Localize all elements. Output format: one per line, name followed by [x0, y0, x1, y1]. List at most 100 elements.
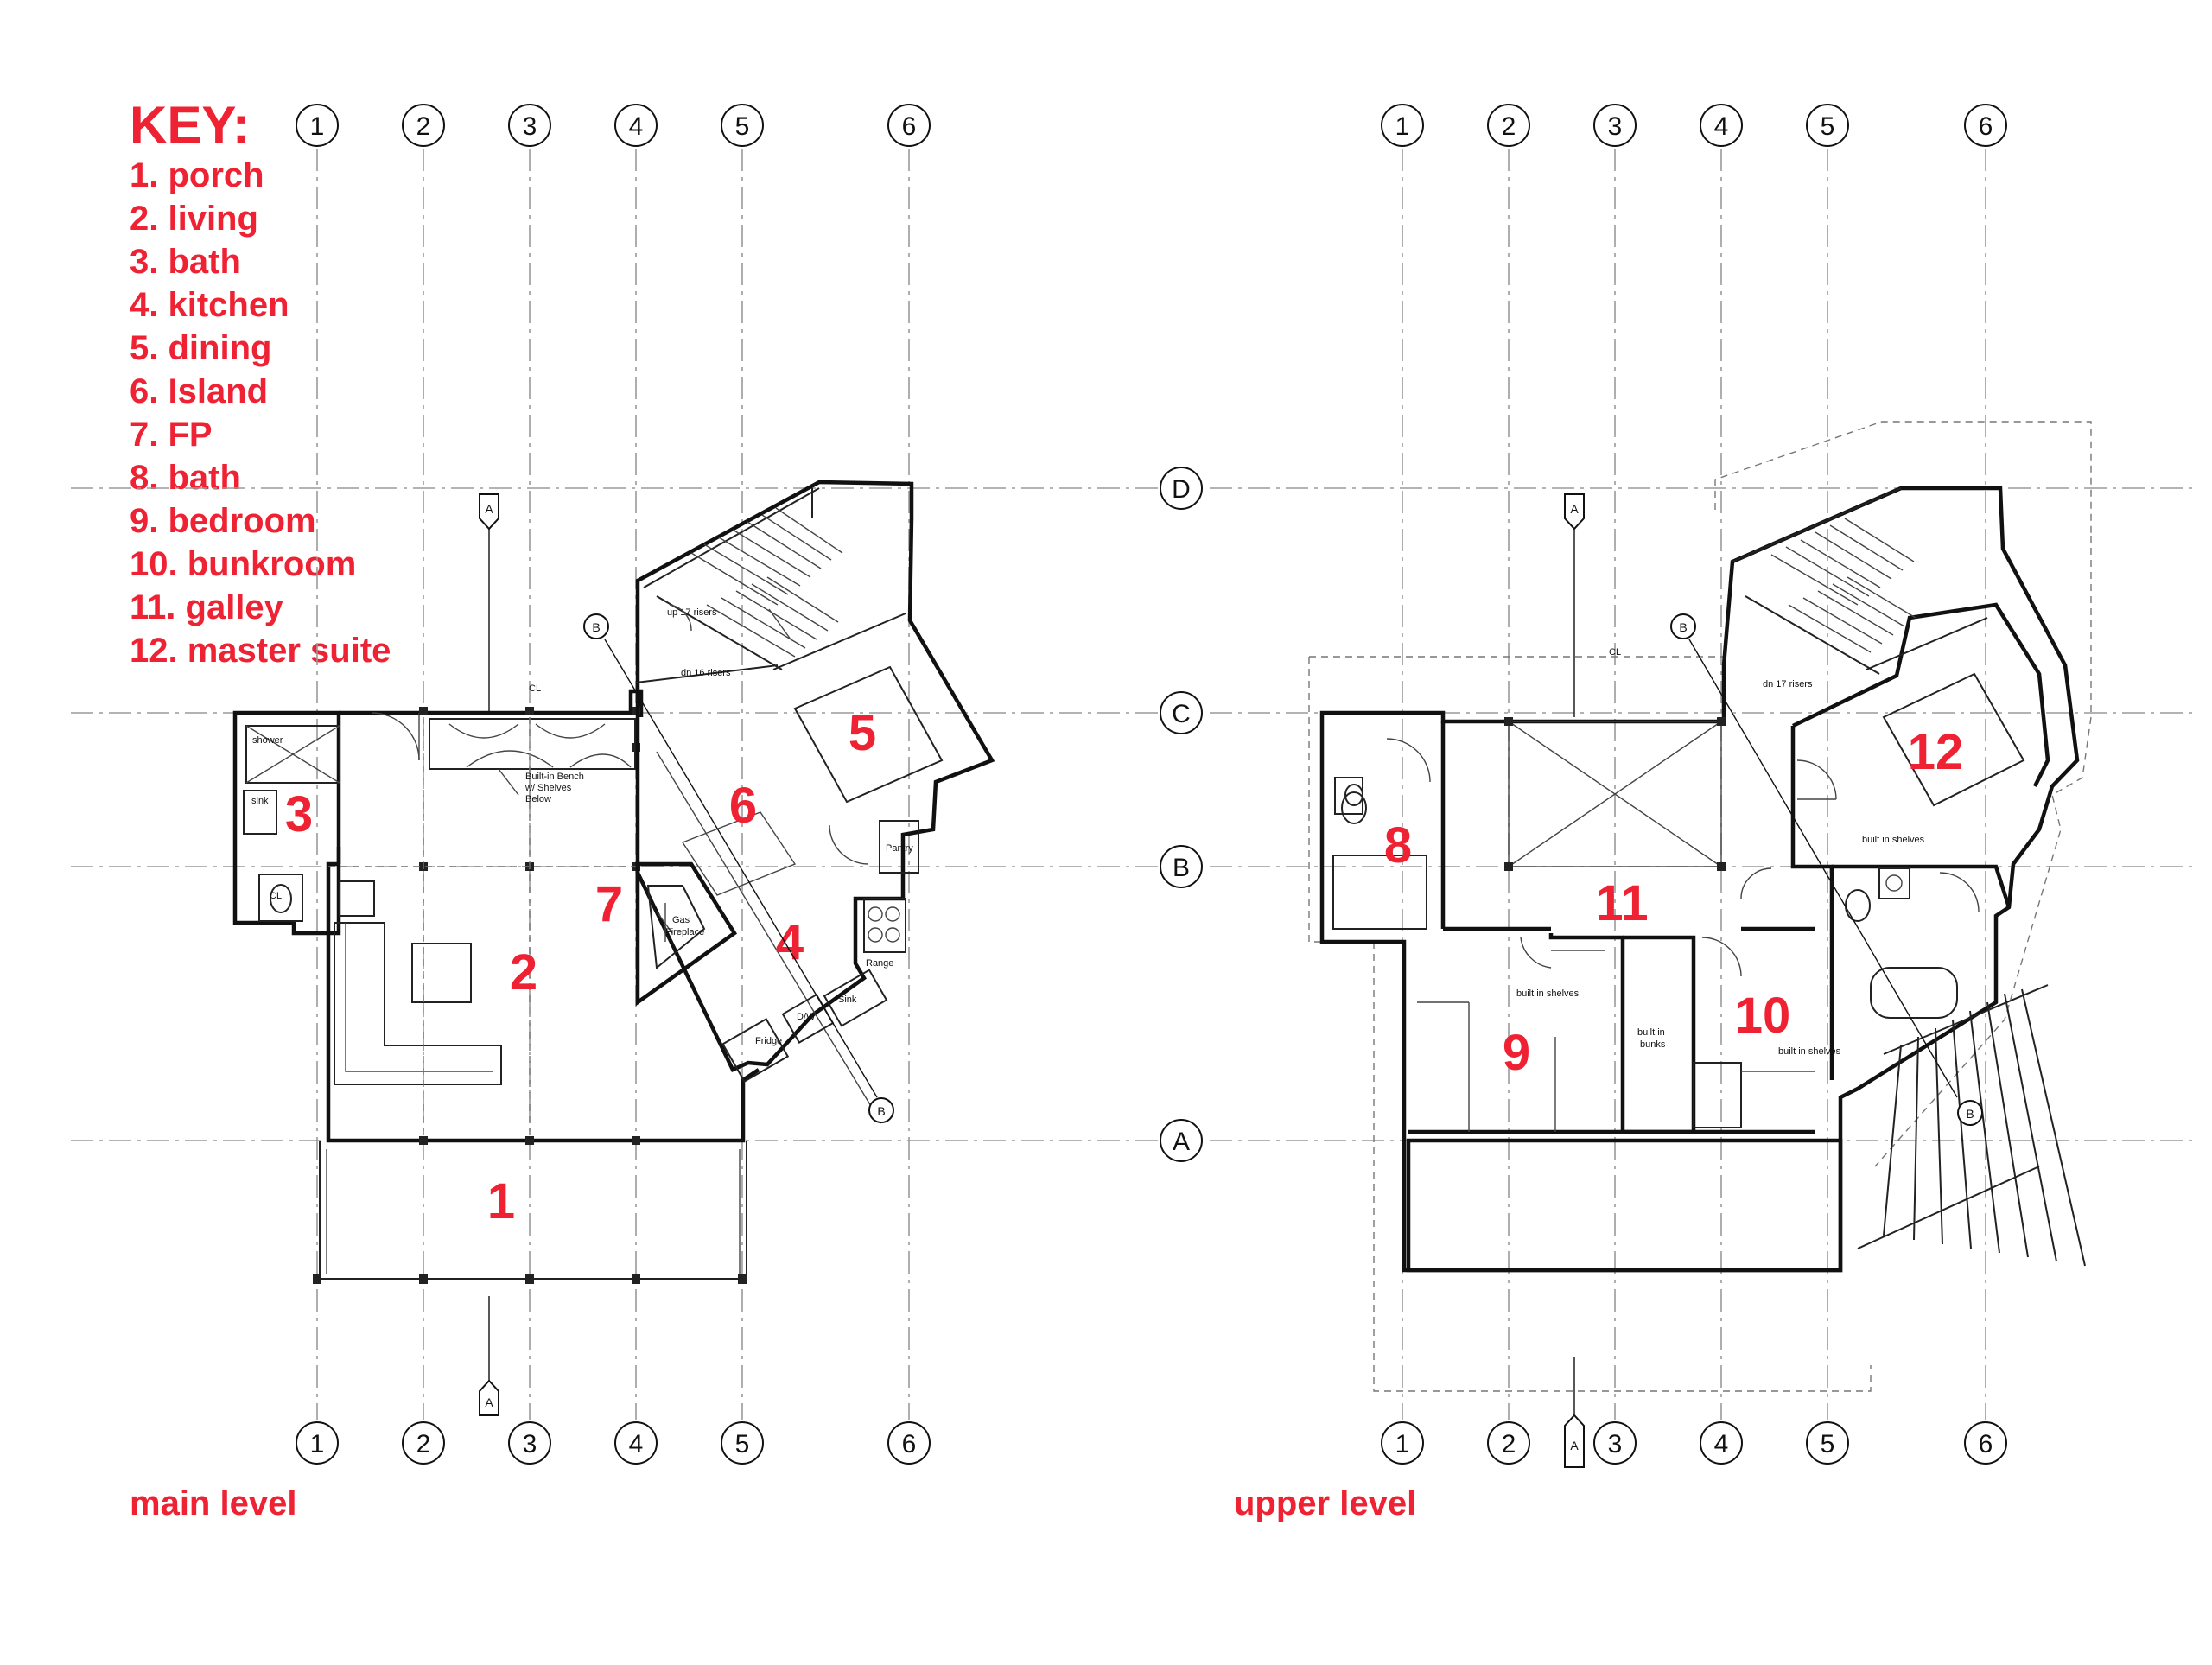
svg-text:6: 6: [1979, 1430, 1993, 1458]
main-living-walls: [326, 861, 760, 1143]
svg-text:3: 3: [523, 1430, 537, 1458]
section-marker-a-upper-top: A: [1564, 493, 1585, 717]
room-10-bunkroom: 10: [1735, 988, 1791, 1044]
svg-text:A: A: [1570, 502, 1579, 516]
svg-text:4: 4: [629, 1430, 644, 1458]
svg-text:2: 2: [1502, 1430, 1516, 1458]
master-bathtub: [1870, 967, 1958, 1019]
upper-stair-treads: [1770, 518, 1916, 653]
note-bunks-2: bunks: [1640, 1039, 1666, 1050]
note-pantry: Pantry: [886, 843, 913, 854]
svg-text:B: B: [1966, 1107, 1974, 1121]
svg-text:1: 1: [310, 1430, 325, 1458]
stair-treads: [690, 507, 843, 658]
note-upper-dn-risers: dn 17 risers: [1763, 679, 1813, 690]
grid-bubbles: 1 2 3 4 5 6 1 2 3 4 5 6 1 2 3 4 5 6 1 2 …: [296, 104, 2007, 1465]
room-4-kitchen: 4: [776, 914, 804, 970]
svg-text:A: A: [485, 1395, 493, 1409]
svg-text:A: A: [1173, 1128, 1190, 1156]
main-north-wall: [339, 689, 644, 717]
upper-grid: [1210, 149, 2195, 1420]
section-markers: A A B B A A B: [479, 493, 1983, 1468]
svg-text:5: 5: [1821, 1430, 1835, 1458]
svg-text:6: 6: [1979, 112, 1993, 141]
svg-text:2: 2: [416, 1430, 431, 1458]
grid-bubble-upper-top-4: 4: [1700, 104, 1743, 147]
svg-text:2: 2: [1502, 112, 1516, 141]
section-marker-b-upper-top: B: [1670, 613, 1958, 1098]
grid-bubble-upper-top-6: 6: [1964, 104, 2007, 147]
room-1-porch: 1: [487, 1173, 515, 1230]
bunkroom-closet: [1693, 1062, 1742, 1128]
note-cl: CL: [270, 891, 282, 901]
exterior-stair: [1857, 984, 2086, 1267]
grid-bubble-upper-top-5: 5: [1806, 104, 1849, 147]
room-numbers: 1 2 3 4 5 6 7 8 9 10 11 12: [285, 705, 1963, 1230]
key-item-galley: 11. galley: [130, 588, 283, 626]
svg-text:6: 6: [902, 1430, 917, 1458]
pantry: [879, 820, 919, 874]
note-cl-line: CL: [529, 683, 541, 694]
svg-text:1: 1: [310, 112, 325, 141]
room-5-dining: 5: [849, 705, 876, 761]
note-range: Range: [866, 958, 893, 969]
note-bench-2: w/ Shelves: [524, 783, 572, 793]
upper-level-label: upper level: [1234, 1484, 1417, 1522]
grid-bubble-main-bottom-2: 2: [402, 1421, 445, 1465]
grid-bubble-row-b: B: [1160, 845, 1203, 888]
note-bunks-1: built in: [1637, 1027, 1665, 1038]
coffee-table: [411, 943, 472, 1003]
grid-bubble-row-d: D: [1160, 467, 1203, 510]
galley-open-to-below: [1508, 721, 1722, 867]
svg-text:4: 4: [629, 112, 644, 141]
upper-deck: [1406, 1138, 1843, 1273]
note-dw: D/W: [797, 1012, 816, 1022]
svg-text:C: C: [1172, 700, 1191, 728]
grid-bubble-main-top-2: 2: [402, 104, 445, 147]
grid-bubble-upper-top-2: 2: [1487, 104, 1530, 147]
svg-text:1: 1: [1395, 1430, 1410, 1458]
key-item-dining: 5. dining: [130, 329, 272, 367]
note-shelves-bedroom: built in shelves: [1516, 988, 1580, 999]
range: [863, 898, 906, 953]
note-fireplace-1: Gas: [672, 915, 690, 925]
porch-outline: [319, 1141, 747, 1280]
key-item-master-suite: 12. master suite: [130, 632, 391, 670]
key-item-fp: 7. FP: [130, 416, 213, 454]
room-3-bath: 3: [285, 786, 313, 842]
sink-outline: [243, 790, 277, 835]
kitchen-island: [681, 811, 797, 896]
room-6-island: 6: [729, 778, 757, 834]
key-title: KEY:: [130, 96, 250, 154]
grid-bubble-main-bottom-5: 5: [721, 1421, 764, 1465]
grid-bubble-upper-bottom-6: 6: [1964, 1421, 2007, 1465]
grid-bubble-row-c: C: [1160, 691, 1203, 734]
grid-bubble-upper-bottom-4: 4: [1700, 1421, 1743, 1465]
built-in-bench: [429, 718, 636, 770]
note-sink: sink: [251, 796, 269, 806]
note-fridge: Fridge: [755, 1036, 782, 1046]
room-12-master-suite: 12: [1908, 724, 1964, 780]
grid-bubble-upper-top-1: 1: [1381, 104, 1424, 147]
svg-text:B: B: [1173, 854, 1190, 882]
grid-bubble-upper-bottom-5: 5: [1806, 1421, 1849, 1465]
svg-text:B: B: [877, 1104, 885, 1118]
note-shower: shower: [252, 735, 283, 746]
grid-bubble-main-bottom-3: 3: [508, 1421, 551, 1465]
key-list: 1. porch 2. living 3. bath 4. kitchen 5.…: [130, 154, 391, 672]
gas-fireplace: [635, 861, 738, 1007]
note-sink-kitchen: Sink: [838, 995, 857, 1005]
key-item-living: 2. living: [130, 200, 258, 238]
grid-bubble-main-bottom-4: 4: [614, 1421, 658, 1465]
key-item-island: 6. Island: [130, 372, 269, 410]
section-marker-b-main-bottom: B: [868, 1097, 894, 1123]
plan-notes: shower sink CL CL Built-in Bench w/ Shel…: [251, 607, 1925, 1057]
upper-plan: [1308, 421, 2092, 1392]
grid-bubble-upper-bottom-2: 2: [1487, 1421, 1530, 1465]
note-shelves-master: built in shelves: [1862, 835, 1925, 845]
room-9-bedroom: 9: [1503, 1025, 1530, 1081]
section-marker-a-main-bottom: A: [479, 1296, 499, 1416]
key-item-bath: 3. bath: [130, 243, 241, 281]
svg-text:2: 2: [416, 112, 431, 141]
svg-text:A: A: [1570, 1439, 1579, 1452]
